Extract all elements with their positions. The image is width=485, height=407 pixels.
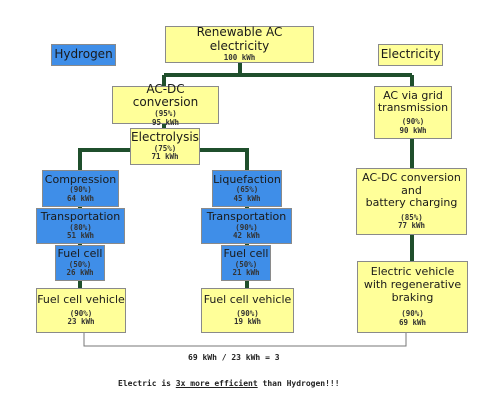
transportation-compressed-box: Transportation (80%) 51 kWh xyxy=(36,208,125,244)
fuel-cell-vehicle-compressed-title: Fuel cell vehicle xyxy=(37,293,125,307)
transportation-compressed-title: Transportation xyxy=(40,210,121,224)
fuel-cell-compressed-pct: (50%) xyxy=(68,259,92,269)
electrolysis-box: Electrolysis (75%) 71 kWh xyxy=(130,128,200,165)
transportation-liquefied-pct: (90%) xyxy=(235,222,258,232)
grid-transmission-pct: (90%) xyxy=(401,117,425,127)
compression-box: Compression (90%) 64 kWh xyxy=(42,170,119,207)
compression-pct: (90%) xyxy=(69,185,92,195)
acdc-conversion-kwh: 95 kWh xyxy=(151,117,180,127)
electrolysis-title: Electrolysis xyxy=(131,129,199,144)
battery-charging-kwh: 77 kWh xyxy=(397,221,426,231)
fuel-cell-vehicle-liquefied-pct: (90%) xyxy=(236,308,259,318)
battery-charging-title-2: and xyxy=(401,183,422,197)
conclusion-text: Electric is 3x more efficient than Hydro… xyxy=(118,379,340,388)
transportation-liquefied-kwh: 42 kWh xyxy=(232,231,261,241)
compression-title: Compression xyxy=(44,172,117,186)
liquefaction-pct: (65%) xyxy=(235,185,259,195)
liquefaction-kwh: 45 kWh xyxy=(233,193,261,203)
transportation-liquefied-title: Transportation xyxy=(206,210,287,224)
grid-transmission-title-2: transmission xyxy=(377,101,449,115)
liquefaction-box: Liquefaction (65%) 45 kWh xyxy=(212,170,282,207)
electric-vehicle-title-3: braking xyxy=(391,290,434,304)
acdc-conversion-box: AC-DC conversion (95%) 95 kWh xyxy=(112,81,219,126)
transportation-compressed-pct: (80%) xyxy=(69,222,92,232)
fuel-cell-vehicle-compressed-pct: (90%) xyxy=(69,308,93,318)
transportation-compressed-kwh: 51 kWh xyxy=(66,231,95,241)
renewable-source-box: Renewable AC electricity 100 kWh xyxy=(165,26,314,63)
electricity-path-label: Electricity xyxy=(378,44,443,66)
electric-vehicle-kwh: 69 kWh xyxy=(398,317,427,327)
fuel-cell-vehicle-liquefied-kwh: 19 kWh xyxy=(233,317,262,327)
fuel-cell-compressed-title: Fuel cell xyxy=(57,247,103,261)
electric-vehicle-title-1: Electric vehicle xyxy=(370,265,455,279)
renewable-source-kwh: 100 kWh xyxy=(223,52,256,62)
hydrogen-label-text: Hydrogen xyxy=(54,47,113,62)
electric-vehicle-title-2: with regenerative xyxy=(363,278,462,292)
efficiency-ratio-text: 69 kWh / 23 kWh = 3 xyxy=(188,353,280,362)
fuel-cell-compressed-kwh: 26 kWh xyxy=(66,268,94,278)
electric-vehicle-box: Electric vehicle with regenerative braki… xyxy=(357,261,468,333)
acdc-conversion-title: AC-DC conversion xyxy=(132,81,199,110)
grid-transmission-kwh: 90 kWh xyxy=(399,125,427,135)
grid-transmission-title-1: AC via grid xyxy=(383,88,443,102)
transportation-liquefied-box: Transportation (90%) 42 kWh xyxy=(201,208,292,244)
fuel-cell-liquefied-pct: (50%) xyxy=(234,259,258,269)
fuel-cell-liquefied-kwh: 21 kWh xyxy=(232,268,260,278)
compression-kwh: 64 kWh xyxy=(66,193,95,203)
fuel-cell-compressed-box: Fuel cell (50%) 26 kWh xyxy=(55,245,105,281)
hydrogen-path-label: Hydrogen xyxy=(51,44,116,66)
fuel-cell-vehicle-compressed-box: Fuel cell vehicle (90%) 23 kWh xyxy=(36,288,126,333)
renewable-source-title: Renewable AC electricity xyxy=(196,25,283,54)
conclusion-prefix: Electric is xyxy=(118,379,176,388)
electrolysis-kwh: 71 kWh xyxy=(151,152,179,162)
fuel-cell-vehicle-compressed-kwh: 23 kWh xyxy=(67,317,95,327)
battery-charging-title-3: battery charging xyxy=(365,196,458,210)
electrolysis-pct: (75%) xyxy=(153,143,177,153)
battery-charging-box: AC-DC conversion and battery charging (8… xyxy=(356,168,467,235)
battery-charging-title-1: AC-DC conversion xyxy=(362,170,461,184)
grid-transmission-box: AC via grid transmission (90%) 90 kWh xyxy=(374,86,452,139)
fuel-cell-vehicle-liquefied-title: Fuel cell vehicle xyxy=(203,293,292,307)
electricity-label-text: Electricity xyxy=(380,47,441,62)
fuel-cell-liquefied-box: Fuel cell (50%) 21 kWh xyxy=(221,245,271,281)
battery-charging-pct: (85%) xyxy=(400,212,423,222)
fuel-cell-vehicle-liquefied-box: Fuel cell vehicle (90%) 19 kWh xyxy=(201,288,294,333)
acdc-conversion-pct: (95%) xyxy=(154,109,177,119)
fuel-cell-liquefied-title: Fuel cell xyxy=(223,247,269,261)
conclusion-emphasis: 3x more efficient xyxy=(175,379,258,388)
liquefaction-title: Liquefaction xyxy=(213,172,281,186)
conclusion-suffix: than Hydrogen!!! xyxy=(257,379,340,388)
electric-vehicle-pct: (90%) xyxy=(401,309,424,319)
